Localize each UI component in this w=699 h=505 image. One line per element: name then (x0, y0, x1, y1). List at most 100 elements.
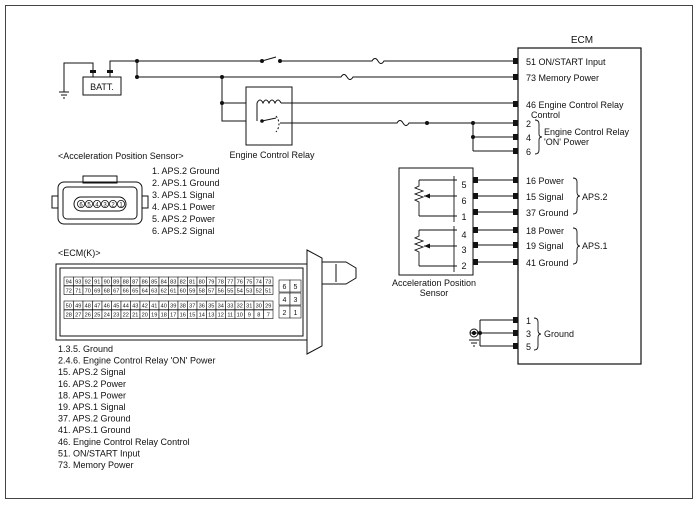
ecm-connector-cell (263, 300, 274, 310)
ecm-connector-pin-number: 67 (113, 289, 119, 295)
ecm-connector-pin-number: 25 (94, 313, 100, 319)
ecm-connector-pin-number: 48 (85, 304, 91, 310)
pin-legend-item: 18. APS.1 Power (58, 390, 126, 400)
aps-legend-6: 6. APS.2 Signal (152, 226, 215, 236)
ecm-terminal (513, 74, 518, 80)
ecm-connector-pin-number: 59 (189, 289, 195, 295)
relay-coil (256, 99, 282, 105)
ecm-connector-title: <ECM(K)> (58, 248, 101, 258)
ecm-connector-pin-number: 38 (180, 304, 186, 310)
sensor-box (398, 167, 474, 276)
ecm-pin-1-label: 1 (526, 316, 531, 326)
ecm-connector-pin-number: 71 (75, 289, 81, 295)
ecm-connector-pin-number: 89 (113, 280, 119, 286)
sensor-label-line1: Acceleration Position (392, 278, 476, 288)
wire-relay-bus (472, 123, 513, 152)
ecm-terminal (513, 330, 518, 336)
ecm-pin-16-label: 16 Power (526, 176, 564, 186)
ecm-connector-pin-number: 57 (208, 289, 214, 295)
ecm-connector-pin-number: 64 (142, 289, 148, 295)
ecm-connector-pin-number: 39 (170, 304, 176, 310)
sensor-resistor-aps2 (413, 179, 457, 217)
ecm-terminal (513, 58, 518, 64)
ecm-connector-pin-number: 10 (237, 313, 243, 319)
ecm-connector-pin-number: 94 (66, 280, 72, 286)
ecm-pin-19-label: 19 Signal (526, 241, 564, 251)
ecm-connector-pin-number: 68 (104, 289, 110, 295)
ecm-connector-pin-number: 87 (132, 280, 138, 286)
ecm-connector-pin-number: 49 (75, 304, 81, 310)
ecm-connector-pin-number: 40 (161, 304, 167, 310)
wire-on-start (137, 56, 513, 64)
aps-pin-circle (101, 199, 110, 208)
relay-switch (261, 117, 292, 124)
ecm-connector-pin-number: 12 (218, 313, 224, 319)
ecm-terminal (513, 343, 518, 349)
ecm-pin-3-label: 3 (526, 329, 531, 339)
ecm-connector-pin-number: 46 (104, 304, 110, 310)
aps-connector-title: <Acceleration Position Sensor> (58, 151, 184, 161)
ecm-connector-pin-number: 72 (66, 289, 72, 295)
ecm-terminal (513, 259, 518, 265)
ecm-connector-side-cell (289, 279, 302, 293)
ecm-connector-pin-number: 23 (113, 313, 119, 319)
ecm-terminal (513, 193, 518, 199)
ecm-connector-pin-number: 78 (218, 280, 224, 286)
ecm-connector-pin-number: 42 (142, 304, 148, 310)
brace-ground (533, 317, 542, 351)
battery-label: BATT. (90, 82, 114, 92)
pin-legend-item: 46. Engine Control Relay Control (58, 437, 190, 447)
aps-pin-number: 2 (111, 203, 115, 209)
ecm-connector-pin-number: 56 (218, 289, 224, 295)
battery-box (82, 76, 122, 96)
ecm-pin-5-label: 5 (526, 342, 531, 352)
aps-pin-circle (117, 199, 126, 208)
brace-relay-power (534, 119, 543, 155)
relay-box (245, 86, 293, 146)
battery-ground-symbol (59, 91, 69, 99)
ecm-connector-pin-number: 52 (256, 289, 262, 295)
aps-legend-1: 1. APS.2 Ground (152, 166, 220, 176)
ecm-terminal (513, 148, 518, 154)
ecm-connector-pin-number: 69 (94, 289, 100, 295)
ecm-connector-pin-number: 86 (142, 280, 148, 286)
aps-pin-number: 4 (95, 203, 99, 209)
pin-legend-item: 1.3.5. Ground (58, 344, 113, 354)
ecm-pin-51-label: 51 ON/START Input (526, 57, 606, 67)
sensor-resistor-aps1 (413, 229, 457, 267)
ecm-connector-pin-number: 62 (161, 289, 167, 295)
ecm-connector-body (55, 249, 357, 355)
ecm-connector-pin-number: 34 (218, 304, 224, 310)
sensor-pin-1: 1 (461, 212, 466, 222)
ecm-relay-power-label: Engine Control Relay (544, 127, 630, 137)
ecm-pin-2-label: 2 (526, 119, 531, 129)
wire-memory-power (137, 74, 513, 80)
aps-legend-5: 5. APS.2 Power (152, 214, 215, 224)
ecm-connector-pin-number: 7 (267, 313, 270, 319)
pin-legend-item: 73. Memory Power (58, 460, 134, 470)
ecm-terminal (513, 317, 518, 323)
ecm-connector-pin-number: 17 (170, 313, 176, 319)
brace-aps1 (572, 227, 581, 265)
ecm-connector-pin-number: 73 (265, 280, 271, 286)
ecm-terminal (513, 227, 518, 233)
ecm-connector-pin-number: 66 (123, 289, 129, 295)
brace-aps2 (572, 177, 581, 215)
sensor-pin-5: 5 (461, 180, 466, 190)
ecm-connector-pin-number: 8 (257, 313, 260, 319)
ecm-connector-cell (263, 285, 274, 295)
sensor-pin-3: 3 (461, 245, 466, 255)
ecm-connector-pin-number: 11 (227, 313, 233, 319)
sensor-pin-6: 6 (461, 196, 466, 206)
ecm-connector-pin-number: 60 (180, 289, 186, 295)
aps-legend-3: 3. APS.1 Signal (152, 190, 215, 200)
sensor-pin-4: 4 (461, 230, 466, 240)
ecm-connector-pin-number: 24 (104, 313, 110, 319)
ecm-connector-pin-number: 91 (94, 280, 100, 286)
ecm-ground-wiring (469, 319, 513, 347)
ecm-connector-pin-number: 26 (85, 313, 91, 319)
ecm-connector-pin-number: 22 (123, 313, 129, 319)
ecm-connector-pin-number: 36 (199, 304, 205, 310)
ecm-connector-pin-number: 14 (199, 313, 205, 319)
